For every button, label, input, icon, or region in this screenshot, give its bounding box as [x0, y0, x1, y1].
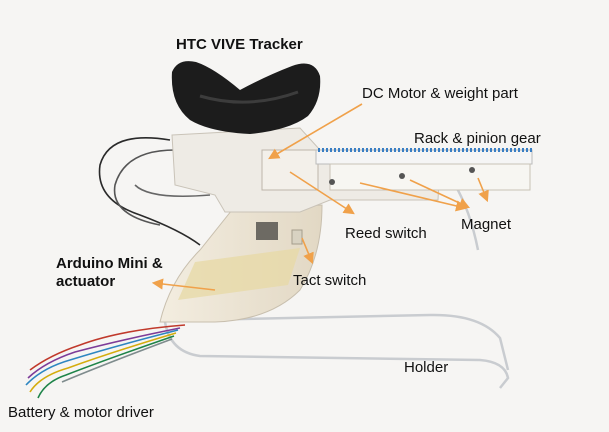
grip-tape — [178, 248, 300, 300]
label-holder: Holder — [404, 359, 449, 376]
magnet-dot — [469, 167, 475, 173]
tracker-highlight — [199, 90, 299, 104]
label-rack-pinion: Rack & pinion gear — [414, 130, 541, 147]
magnet-dot — [399, 173, 405, 179]
magnet-dot — [329, 179, 335, 185]
label-arduino-line1: Arduino Mini & — [56, 255, 163, 272]
arduino-board — [256, 222, 278, 240]
label-tact-switch: Tact switch — [293, 272, 367, 289]
label-battery: Battery & motor driver — [8, 404, 154, 421]
annotation-arrows — [151, 103, 489, 291]
label-arduino-line2: actuator — [56, 273, 116, 290]
vive-tracker — [171, 61, 321, 134]
slider-rail — [329, 163, 531, 191]
wire-bundle — [25, 137, 211, 399]
rack-bar — [315, 149, 533, 165]
tact-switch-part — [291, 229, 303, 245]
label-reed-switch: Reed switch — [345, 225, 427, 242]
label-tracker: HTC VIVE Tracker — [176, 36, 303, 53]
label-magnet: Magnet — [461, 216, 512, 233]
label-dc-motor: DC Motor & weight part — [362, 85, 518, 102]
